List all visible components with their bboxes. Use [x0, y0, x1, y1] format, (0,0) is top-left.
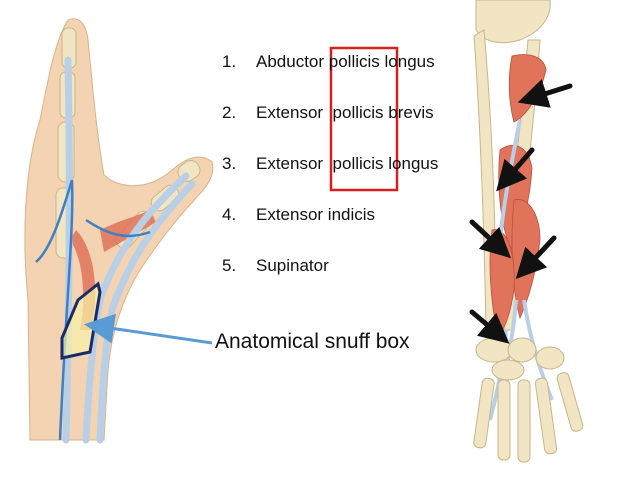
- hand-veins: [35, 179, 151, 441]
- pollicis-highlight-box: [329, 46, 399, 192]
- hand-bones-right: [473, 337, 584, 463]
- muscle-list: 1.Abductor pollicis longus 2.Extensor po…: [222, 52, 438, 307]
- snuff-box-label: Anatomical snuff box: [215, 330, 410, 353]
- black-arrows: [469, 79, 573, 344]
- black-arrow-icon: [469, 309, 510, 344]
- list-item: 1.Abductor pollicis longus: [222, 52, 435, 71]
- forearm-illustration: [473, 0, 584, 463]
- black-arrow-icon: [496, 147, 535, 192]
- callout-arrow-icon: [84, 313, 213, 345]
- elbow-bones: [475, 0, 551, 44]
- list-item: 4.Extensor indicis: [222, 205, 376, 224]
- list-item: 3.Extensor pollicis longus: [222, 154, 439, 173]
- list-item: 2.Extensor pollicis brevis: [222, 103, 434, 122]
- list-item: 5.Supinator: [222, 256, 329, 275]
- hand-illustration: [24, 18, 214, 444]
- black-arrow-icon: [517, 79, 573, 108]
- black-arrow-icon: [515, 235, 557, 279]
- black-arrow-icon: [469, 219, 511, 259]
